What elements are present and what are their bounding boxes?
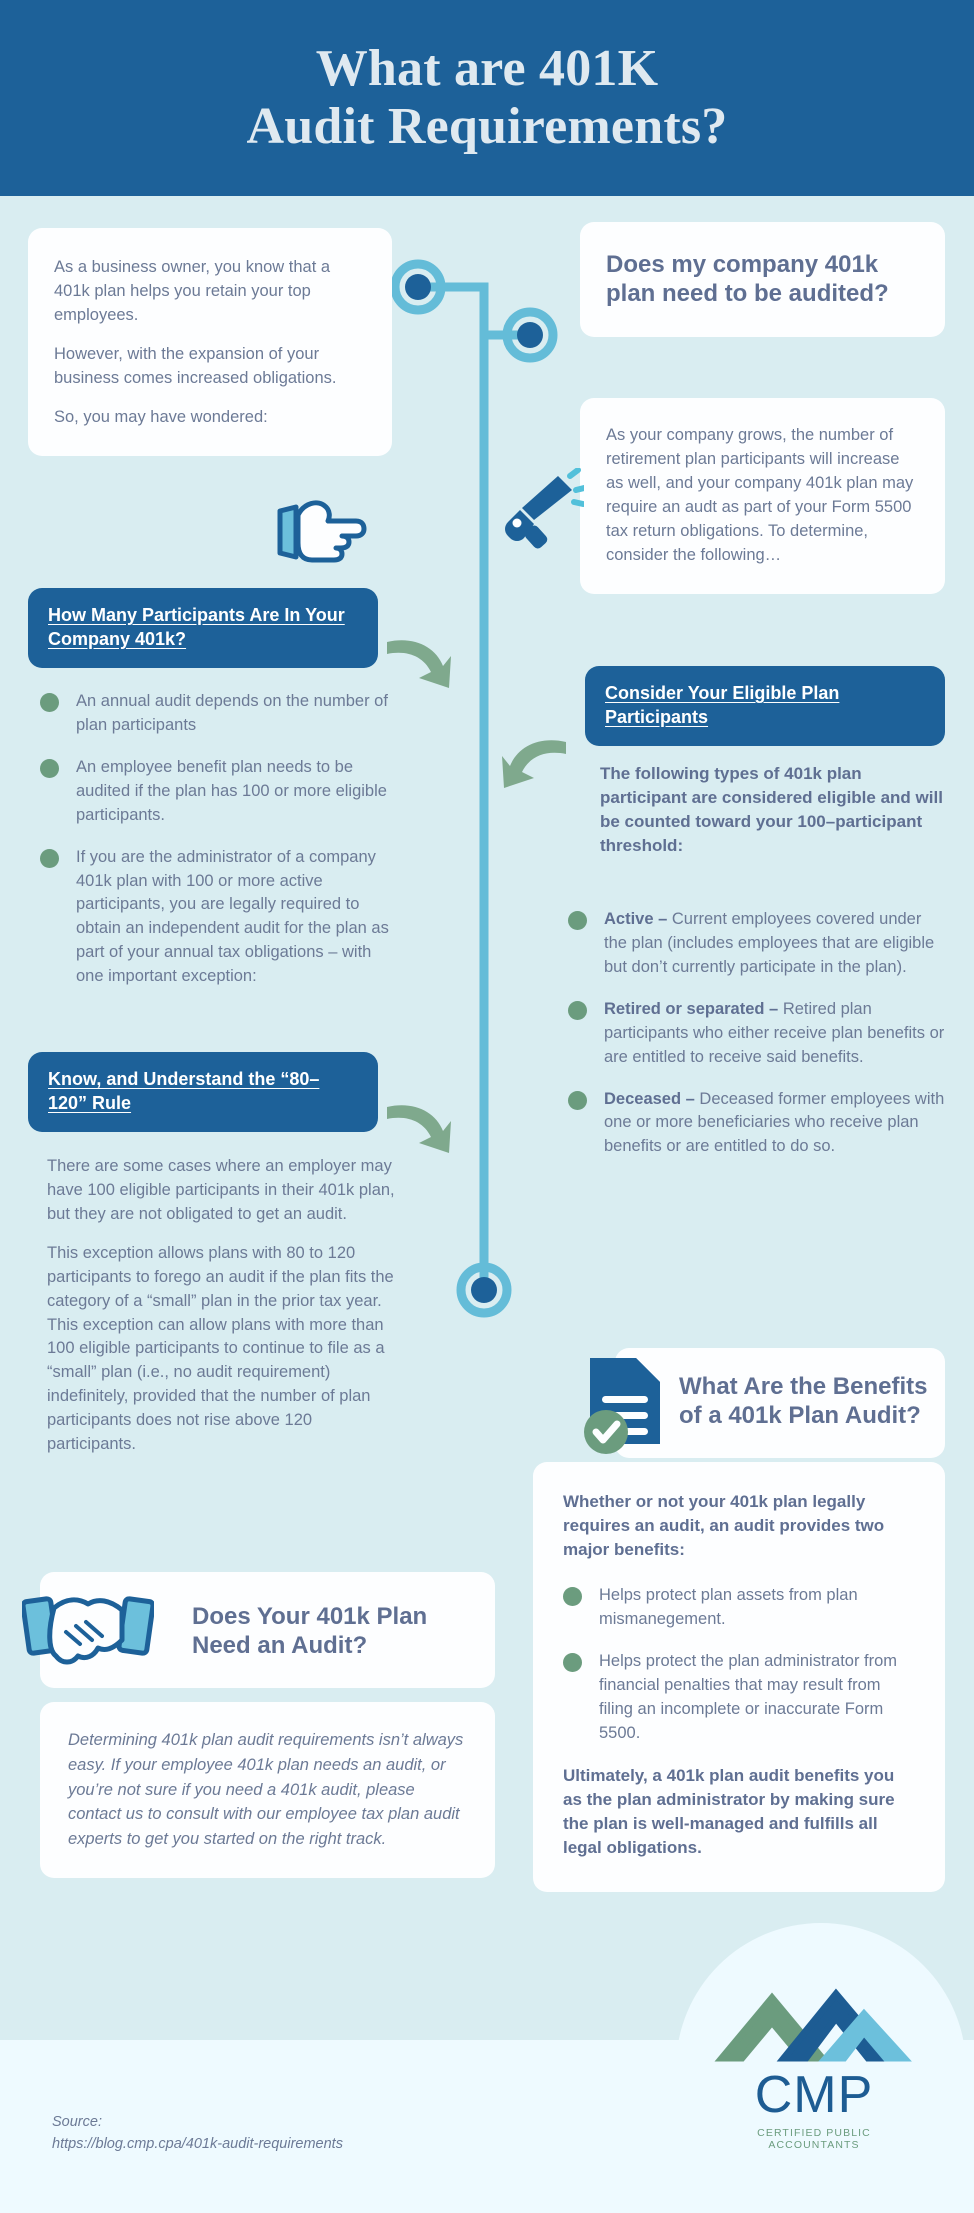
benefits-header-card: What Are the Benefits of a 401k Plan Aud…: [615, 1348, 945, 1458]
arrow-right-icon-eligible: [500, 730, 568, 805]
pill-consider-eligible-participants-label: Consider Your Eligible Plan Participants: [605, 683, 840, 727]
arrow-left-icon-rule: [385, 1095, 453, 1170]
benefits-body-card: Whether or not your 401k plan legally re…: [533, 1462, 945, 1893]
rule-paragraph-1: There are some cases where an employer m…: [47, 1157, 395, 1223]
list-item: Helps protect the plan administrator fro…: [563, 1650, 915, 1746]
intro-card: As a business owner, you know that a 401…: [28, 228, 392, 456]
list-item-label: Deceased –: [604, 1089, 695, 1108]
document-check-icon: [580, 1352, 676, 1461]
question-1-body-card: As your company grows, the number of ret…: [580, 398, 945, 594]
megaphone-icon: [500, 467, 587, 557]
page-title: What are 401K Audit Requirements?: [247, 40, 728, 156]
logo-tagline: CERTIFIED PUBLIC ACCOUNTANTS: [757, 2127, 871, 2151]
list-item-text: Retired plan participants who either rec…: [604, 999, 945, 1066]
eligible-lead-text: The following types of 401k plan partici…: [600, 764, 943, 856]
benefits-heading: What Are the Benefits of a 401k Plan Aud…: [679, 1373, 928, 1430]
rule-body: There are some cases where an employer m…: [47, 1155, 397, 1457]
page-title-line1: What are 401K: [315, 39, 659, 97]
list-item: Deceased – Deceased former employees wit…: [568, 1088, 946, 1160]
intro-paragraph-1: As a business owner, you know that a 401…: [54, 258, 331, 324]
mountain-logo-icon: [714, 1988, 912, 2062]
logo-wordmark: CMP: [754, 2066, 874, 2124]
need-audit-body-card: Determining 401k plan audit requirements…: [40, 1702, 495, 1878]
benefits-closing: Ultimately, a 401k plan audit benefits y…: [563, 1765, 895, 1858]
list-item: An annual audit depends on the number of…: [40, 690, 392, 738]
participants-bullet-list: An annual audit depends on the number of…: [40, 690, 392, 1007]
pointing-hand-icon: [270, 495, 368, 572]
pill-80-120-rule: Know, and Understand the “80–120” Rule: [28, 1052, 378, 1132]
intro-paragraph-3: So, you may have wondered:: [54, 407, 268, 426]
need-audit-heading: Does Your 401k Plan Need an Audit?: [192, 1603, 428, 1660]
benefits-lead: Whether or not your 401k plan legally re…: [563, 1492, 885, 1560]
source-url: https://blog.cmp.cpa/401k-audit-requirem…: [52, 2135, 343, 2152]
question-1-body: As your company grows, the number of ret…: [606, 426, 914, 564]
pill-how-many-participants-label: How Many Participants Are In Your Compan…: [48, 605, 345, 649]
arrow-left-icon-participants: [385, 630, 453, 705]
page-title-line2: Audit Requirements?: [246, 98, 728, 155]
list-item-text: Deceased former employees with one or mo…: [604, 1089, 945, 1156]
list-item-label: Retired or separated –: [604, 999, 779, 1018]
list-item: An employee benefit plan needs to be aud…: [40, 756, 392, 828]
handshake-icon: [20, 1584, 156, 1683]
rule-paragraph-2: This exception allows plans with 80 to 1…: [47, 1243, 394, 1454]
source-credit: Source: https://blog.cmp.cpa/401k-audit-…: [52, 2112, 343, 2156]
list-item-label: Active –: [604, 910, 668, 928]
intro-paragraph-2: However, with the expansion of your busi…: [54, 344, 337, 387]
question-1-heading: Does my company 401k plan need to be aud…: [606, 251, 889, 308]
logo-backdrop-circle: [676, 1923, 966, 2213]
source-label: Source:: [52, 2114, 102, 2130]
cmp-logo: CMP CERTIFIED PUBLIC ACCOUNTANTS: [714, 1986, 914, 2151]
pill-consider-eligible-participants: Consider Your Eligible Plan Participants: [585, 666, 945, 746]
list-item: Retired or separated – Retired plan part…: [568, 998, 946, 1070]
pill-how-many-participants: How Many Participants Are In Your Compan…: [28, 588, 378, 668]
need-audit-body: Determining 401k plan audit requirements…: [68, 1731, 464, 1848]
list-item: Active – Current employees covered under…: [568, 908, 946, 980]
list-item: Helps protect plan assets from plan mism…: [563, 1584, 915, 1632]
question-1-card: Does my company 401k plan need to be aud…: [580, 222, 945, 337]
list-item-text: Current employees covered under the plan…: [604, 910, 935, 976]
pill-80-120-rule-label: Know, and Understand the “80–120” Rule: [48, 1069, 320, 1113]
intro-card-body: As a business owner, you know that a 401…: [54, 256, 366, 430]
benefits-bullet-list: Helps protect plan assets from plan mism…: [563, 1584, 915, 1746]
list-item: If you are the administrator of a compan…: [40, 846, 392, 990]
page-header: What are 401K Audit Requirements?: [0, 0, 974, 196]
eligible-bullet-list: Active – Current employees covered under…: [568, 908, 946, 1177]
